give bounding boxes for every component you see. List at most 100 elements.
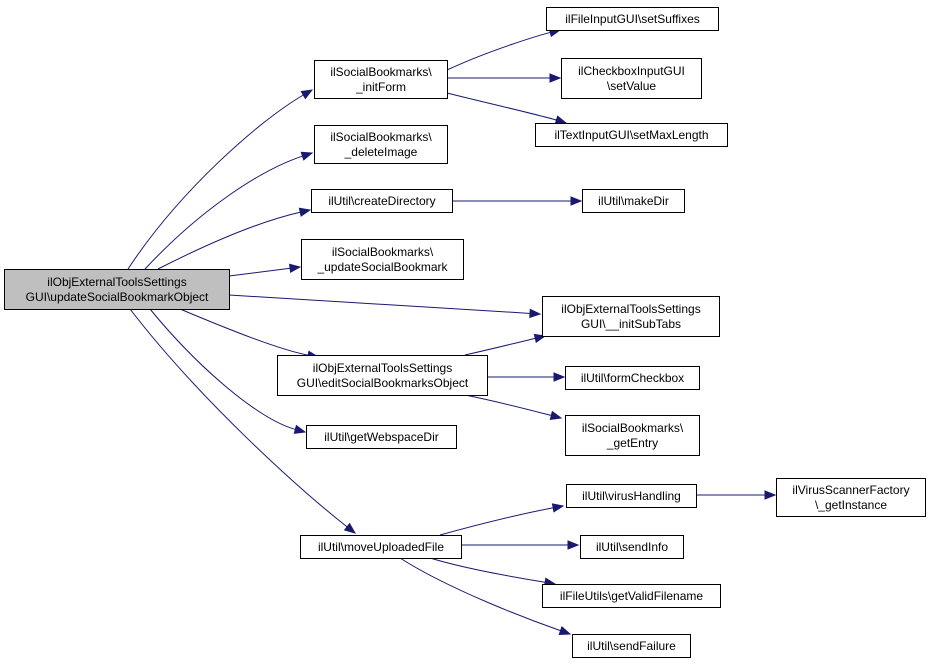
node-root[interactable]: ilObjExternalToolsSettingsGUI\updateSoci… <box>4 269 230 310</box>
node-editSocialBookmarks[interactable]: ilObjExternalToolsSettingsGUI\editSocial… <box>277 355 488 396</box>
edge-root-to-editSocialBookmarks <box>179 308 310 356</box>
node-label-setSuffixes-line-0: ilFileInputGUI\setSuffixes <box>565 12 700 26</box>
edge-root-to-updateSocialBookmark <box>228 267 292 277</box>
node-label-moveUploadedFile-line-0: ilUtil\moveUploadedFile <box>318 540 444 554</box>
arrowhead-createDirectory-to-makeDir <box>570 196 583 206</box>
node-label-initSubTabs-line-0: ilObjExternalToolsSettings <box>561 302 700 316</box>
node-label-getValidFilename-line-0: ilFileUtils\getValidFilename <box>560 589 703 603</box>
node-getEntry[interactable]: ilSocialBookmarks\_getEntry <box>565 415 700 456</box>
node-formCheckbox[interactable]: ilUtil\formCheckbox <box>565 366 700 390</box>
node-box-initForm <box>314 60 448 99</box>
node-label-createDirectory-line-0: ilUtil\createDirectory <box>328 194 435 208</box>
arrowhead-root-to-initSubTabs <box>529 308 542 319</box>
node-label-editSocialBookmarks-line-1: GUI\editSocialBookmarksObject <box>297 376 469 390</box>
node-box-virusHandling <box>566 484 697 508</box>
node-getWebspaceDir[interactable]: ilUtil\getWebspaceDir <box>306 425 457 449</box>
edge-moveUploadedFile-to-getValidFilename <box>429 557 547 583</box>
edge-initForm-to-setMaxLength <box>446 92 558 121</box>
node-box-updateSocialBookmark <box>301 239 464 280</box>
node-label-sendInfo-line-0: ilUtil\sendInfo <box>596 540 668 554</box>
edge-root-to-deleteImage <box>144 155 304 270</box>
node-box-setSuffixes <box>546 7 719 31</box>
node-box-getInstance <box>776 478 926 517</box>
node-label-initSubTabs-line-1: GUI\__initSubTabs <box>581 317 681 331</box>
arrowhead-root-to-deleteImage <box>300 151 314 161</box>
node-box-getValidFilename <box>542 584 721 608</box>
node-label-getEntry-line-0: ilSocialBookmarks\ <box>582 421 684 435</box>
node-label-initForm-line-1: _initForm <box>355 80 406 94</box>
node-box-moveUploadedFile <box>300 535 462 559</box>
edge-moveUploadedFile-to-virusHandling <box>439 507 555 536</box>
node-createDirectory[interactable]: ilUtil\createDirectory <box>311 189 453 213</box>
arrowhead-editSocialBookmarks-to-getEntry <box>549 410 563 420</box>
node-label-updateSocialBookmark-line-0: ilSocialBookmarks\ <box>332 245 434 259</box>
nodes-layer: ilObjExternalToolsSettingsGUI\updateSoci… <box>4 7 926 658</box>
edge-root-to-initForm <box>127 94 305 270</box>
node-setValue[interactable]: ilCheckboxInputGUI\setValue <box>561 58 702 99</box>
node-label-getInstance-line-1: \_getInstance <box>815 498 887 512</box>
node-box-setValue <box>561 58 702 99</box>
arrowhead-root-to-updateSocialBookmark <box>288 263 302 274</box>
edge-root-to-moveUploadedFile <box>129 308 349 528</box>
node-box-getEntry <box>565 415 700 456</box>
edge-root-to-initSubTabs <box>228 294 532 314</box>
node-label-root-line-0: ilObjExternalToolsSettings <box>47 275 186 289</box>
node-label-formCheckbox-line-0: ilUtil\formCheckbox <box>581 371 684 385</box>
node-makeDir[interactable]: ilUtil\makeDir <box>582 189 685 213</box>
edge-editSocialBookmarks-to-getEntry <box>464 394 553 417</box>
node-label-deleteImage-line-1: _deleteImage <box>344 145 418 159</box>
edge-moveUploadedFile-to-sendFailure <box>399 557 562 632</box>
node-box-getWebspaceDir <box>306 425 457 449</box>
node-label-root-line-1: GUI\updateSocialBookmarkObject <box>26 290 209 304</box>
edge-root-to-createDirectory <box>157 211 302 270</box>
node-virusHandling[interactable]: ilUtil\virusHandling <box>566 484 697 508</box>
node-updateSocialBookmark[interactable]: ilSocialBookmarks\_updateSocialBookmark <box>301 239 464 280</box>
node-box-editSocialBookmarks <box>277 355 488 396</box>
node-initForm[interactable]: ilSocialBookmarks\_initForm <box>314 60 448 99</box>
node-box-setMaxLength <box>535 123 728 147</box>
node-initSubTabs[interactable]: ilObjExternalToolsSettingsGUI\__initSubT… <box>542 296 720 337</box>
node-getInstance[interactable]: ilVirusScannerFactory\_getInstance <box>776 478 926 517</box>
node-sendInfo[interactable]: ilUtil\sendInfo <box>580 535 684 559</box>
node-moveUploadedFile[interactable]: ilUtil\moveUploadedFile <box>300 535 462 559</box>
node-label-setValue-line-1: \setValue <box>607 79 656 93</box>
node-label-getInstance-line-0: ilVirusScannerFactory <box>792 483 909 497</box>
arrowhead-initForm-to-setMaxLength <box>554 115 568 125</box>
edge-root-to-getWebspaceDir <box>149 308 297 431</box>
edge-editSocialBookmarks-to-initSubTabs <box>464 337 537 356</box>
node-getValidFilename[interactable]: ilFileUtils\getValidFilename <box>542 584 721 608</box>
node-label-getWebspaceDir-line-0: ilUtil\getWebspaceDir <box>324 430 439 444</box>
arrowhead-moveUploadedFile-to-virusHandling <box>551 503 565 513</box>
arrowhead-virusHandling-to-getInstance <box>764 490 777 500</box>
edges-layer <box>127 27 777 636</box>
node-label-getEntry-line-1: _getEntry <box>606 436 658 450</box>
arrowhead-moveUploadedFile-to-sendInfo <box>567 540 580 550</box>
arrowhead-root-to-createDirectory <box>298 207 312 217</box>
node-box-root <box>4 269 230 310</box>
node-box-makeDir <box>582 189 685 213</box>
arrowhead-root-to-getWebspaceDir <box>293 424 307 434</box>
node-label-deleteImage-line-0: ilSocialBookmarks\ <box>330 130 432 144</box>
node-setMaxLength[interactable]: ilTextInputGUI\setMaxLength <box>535 123 728 147</box>
node-label-updateSocialBookmark-line-1: _updateSocialBookmark <box>316 260 448 274</box>
node-label-makeDir-line-0: ilUtil\makeDir <box>598 194 669 208</box>
arrowhead-root-to-moveUploadedFile <box>343 522 357 534</box>
node-label-setValue-line-0: ilCheckboxInputGUI <box>578 64 685 78</box>
node-setSuffixes[interactable]: ilFileInputGUI\setSuffixes <box>546 7 719 31</box>
arrowhead-initForm-to-setValue <box>549 73 562 83</box>
node-label-editSocialBookmarks-line-0: ilObjExternalToolsSettings <box>313 361 452 375</box>
node-sendFailure[interactable]: ilUtil\sendFailure <box>572 634 691 658</box>
node-box-formCheckbox <box>565 366 700 390</box>
node-label-sendFailure-line-0: ilUtil\sendFailure <box>587 639 676 653</box>
node-label-virusHandling-line-0: ilUtil\virusHandling <box>582 489 681 503</box>
node-box-deleteImage <box>314 125 448 164</box>
node-box-sendFailure <box>572 634 691 658</box>
arrowhead-root-to-initForm <box>300 89 314 100</box>
arrowhead-editSocialBookmarks-to-formCheckbox <box>553 372 566 382</box>
node-box-sendInfo <box>580 535 684 559</box>
node-deleteImage[interactable]: ilSocialBookmarks\_deleteImage <box>314 125 448 164</box>
node-label-initForm-line-0: ilSocialBookmarks\ <box>330 65 432 79</box>
node-box-createDirectory <box>311 189 453 213</box>
node-box-initSubTabs <box>542 296 720 337</box>
